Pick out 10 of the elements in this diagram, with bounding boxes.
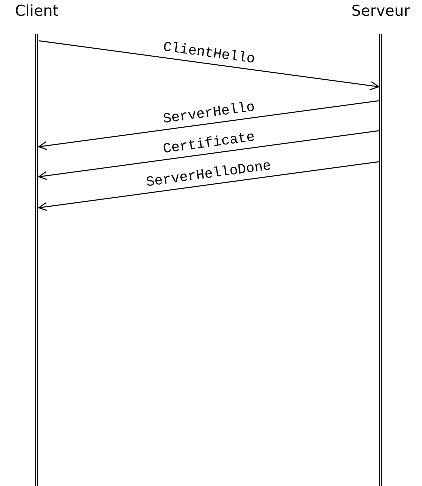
message-arrow xyxy=(38,162,380,212)
message-arrow xyxy=(38,130,380,180)
message-label: Certificate xyxy=(162,130,256,158)
message-arrow xyxy=(38,100,380,150)
message-label: ServerHelloDone xyxy=(146,158,273,192)
lifeline-title: Client xyxy=(15,2,59,20)
message-label: ClientHello xyxy=(162,40,256,68)
lifeline-title: Serveur xyxy=(352,2,410,20)
message-label: ServerHello xyxy=(162,100,256,128)
message-arrow xyxy=(38,40,380,90)
